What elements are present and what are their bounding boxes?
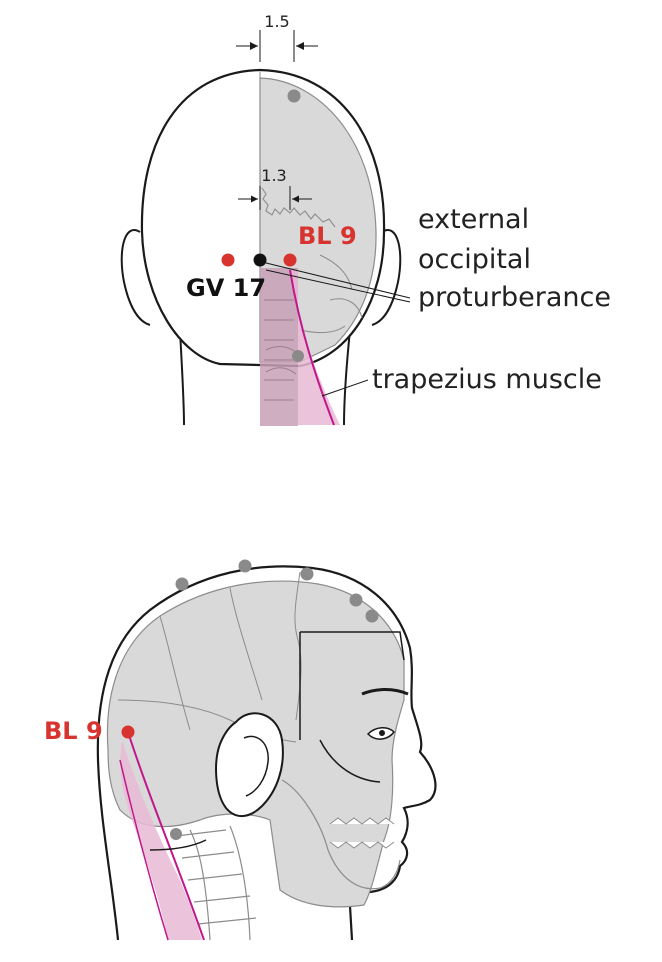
side-view-figure: [96, 559, 437, 941]
side-gray-point-3: [300, 567, 314, 581]
side-gray-point-4: [349, 593, 363, 607]
side-trapezius-line-2: [119, 759, 169, 941]
protuberance-label: proturberance: [418, 282, 611, 313]
side-bl9-label: BL 9: [44, 717, 103, 745]
left-ear: [120, 229, 151, 326]
occipital-label: occipital: [418, 244, 531, 275]
back-skull-suture: [261, 187, 336, 228]
side-gray-point-5: [365, 609, 379, 623]
cervical-vertebrae: [264, 299, 297, 401]
back-trapezius-line: [289, 269, 335, 426]
dimension-1-3: 1.3: [238, 166, 312, 210]
side-face-outline: [299, 631, 405, 783]
side-trapezius-line: [127, 731, 205, 941]
side-gray-point-6: [170, 828, 182, 840]
back-view-figure: [120, 68, 402, 426]
side-gray-point-1: [175, 577, 189, 591]
back-bl9-right-point: [283, 253, 297, 267]
side-skull-sutures: [117, 571, 302, 743]
protuberance-leader-line: [261, 261, 411, 303]
side-neck-contour: [149, 839, 207, 851]
side-cervical-spine: [175, 825, 257, 941]
back-gv17-point: [253, 253, 267, 267]
upper-teeth: [329, 817, 395, 825]
side-gray-point-2: [238, 559, 252, 573]
trapezius-label: trapezius muscle: [372, 364, 602, 395]
back-neck-outline: [179, 329, 351, 426]
gv17-label: GV 17: [186, 274, 266, 302]
side-ear-inner: [243, 735, 269, 797]
eye-pupil: [379, 730, 385, 736]
back-bl9-left-point: [221, 253, 235, 267]
eyebrow: [361, 688, 409, 696]
jaw-bone: [281, 779, 401, 890]
side-trapezius-muscle: [120, 740, 202, 940]
right-ear: [371, 229, 402, 326]
back-neck-gray-point: [292, 350, 304, 362]
side-bl9-point: [121, 725, 135, 739]
side-ear: [215, 712, 284, 817]
back-skull-detail: [299, 254, 363, 334]
external-label: external: [418, 204, 529, 235]
lower-teeth: [329, 841, 395, 849]
back-bl9-label: BL 9: [298, 222, 357, 250]
dimension-label-1-3: 1.3: [261, 166, 286, 185]
dimension-1-5: 1.5: [236, 12, 318, 62]
dimension-label-1-5: 1.5: [264, 12, 289, 31]
back-trapezius-muscle: [290, 270, 340, 425]
back-top-gray-point: [287, 89, 301, 103]
trapezius-leader-line: [321, 379, 369, 397]
